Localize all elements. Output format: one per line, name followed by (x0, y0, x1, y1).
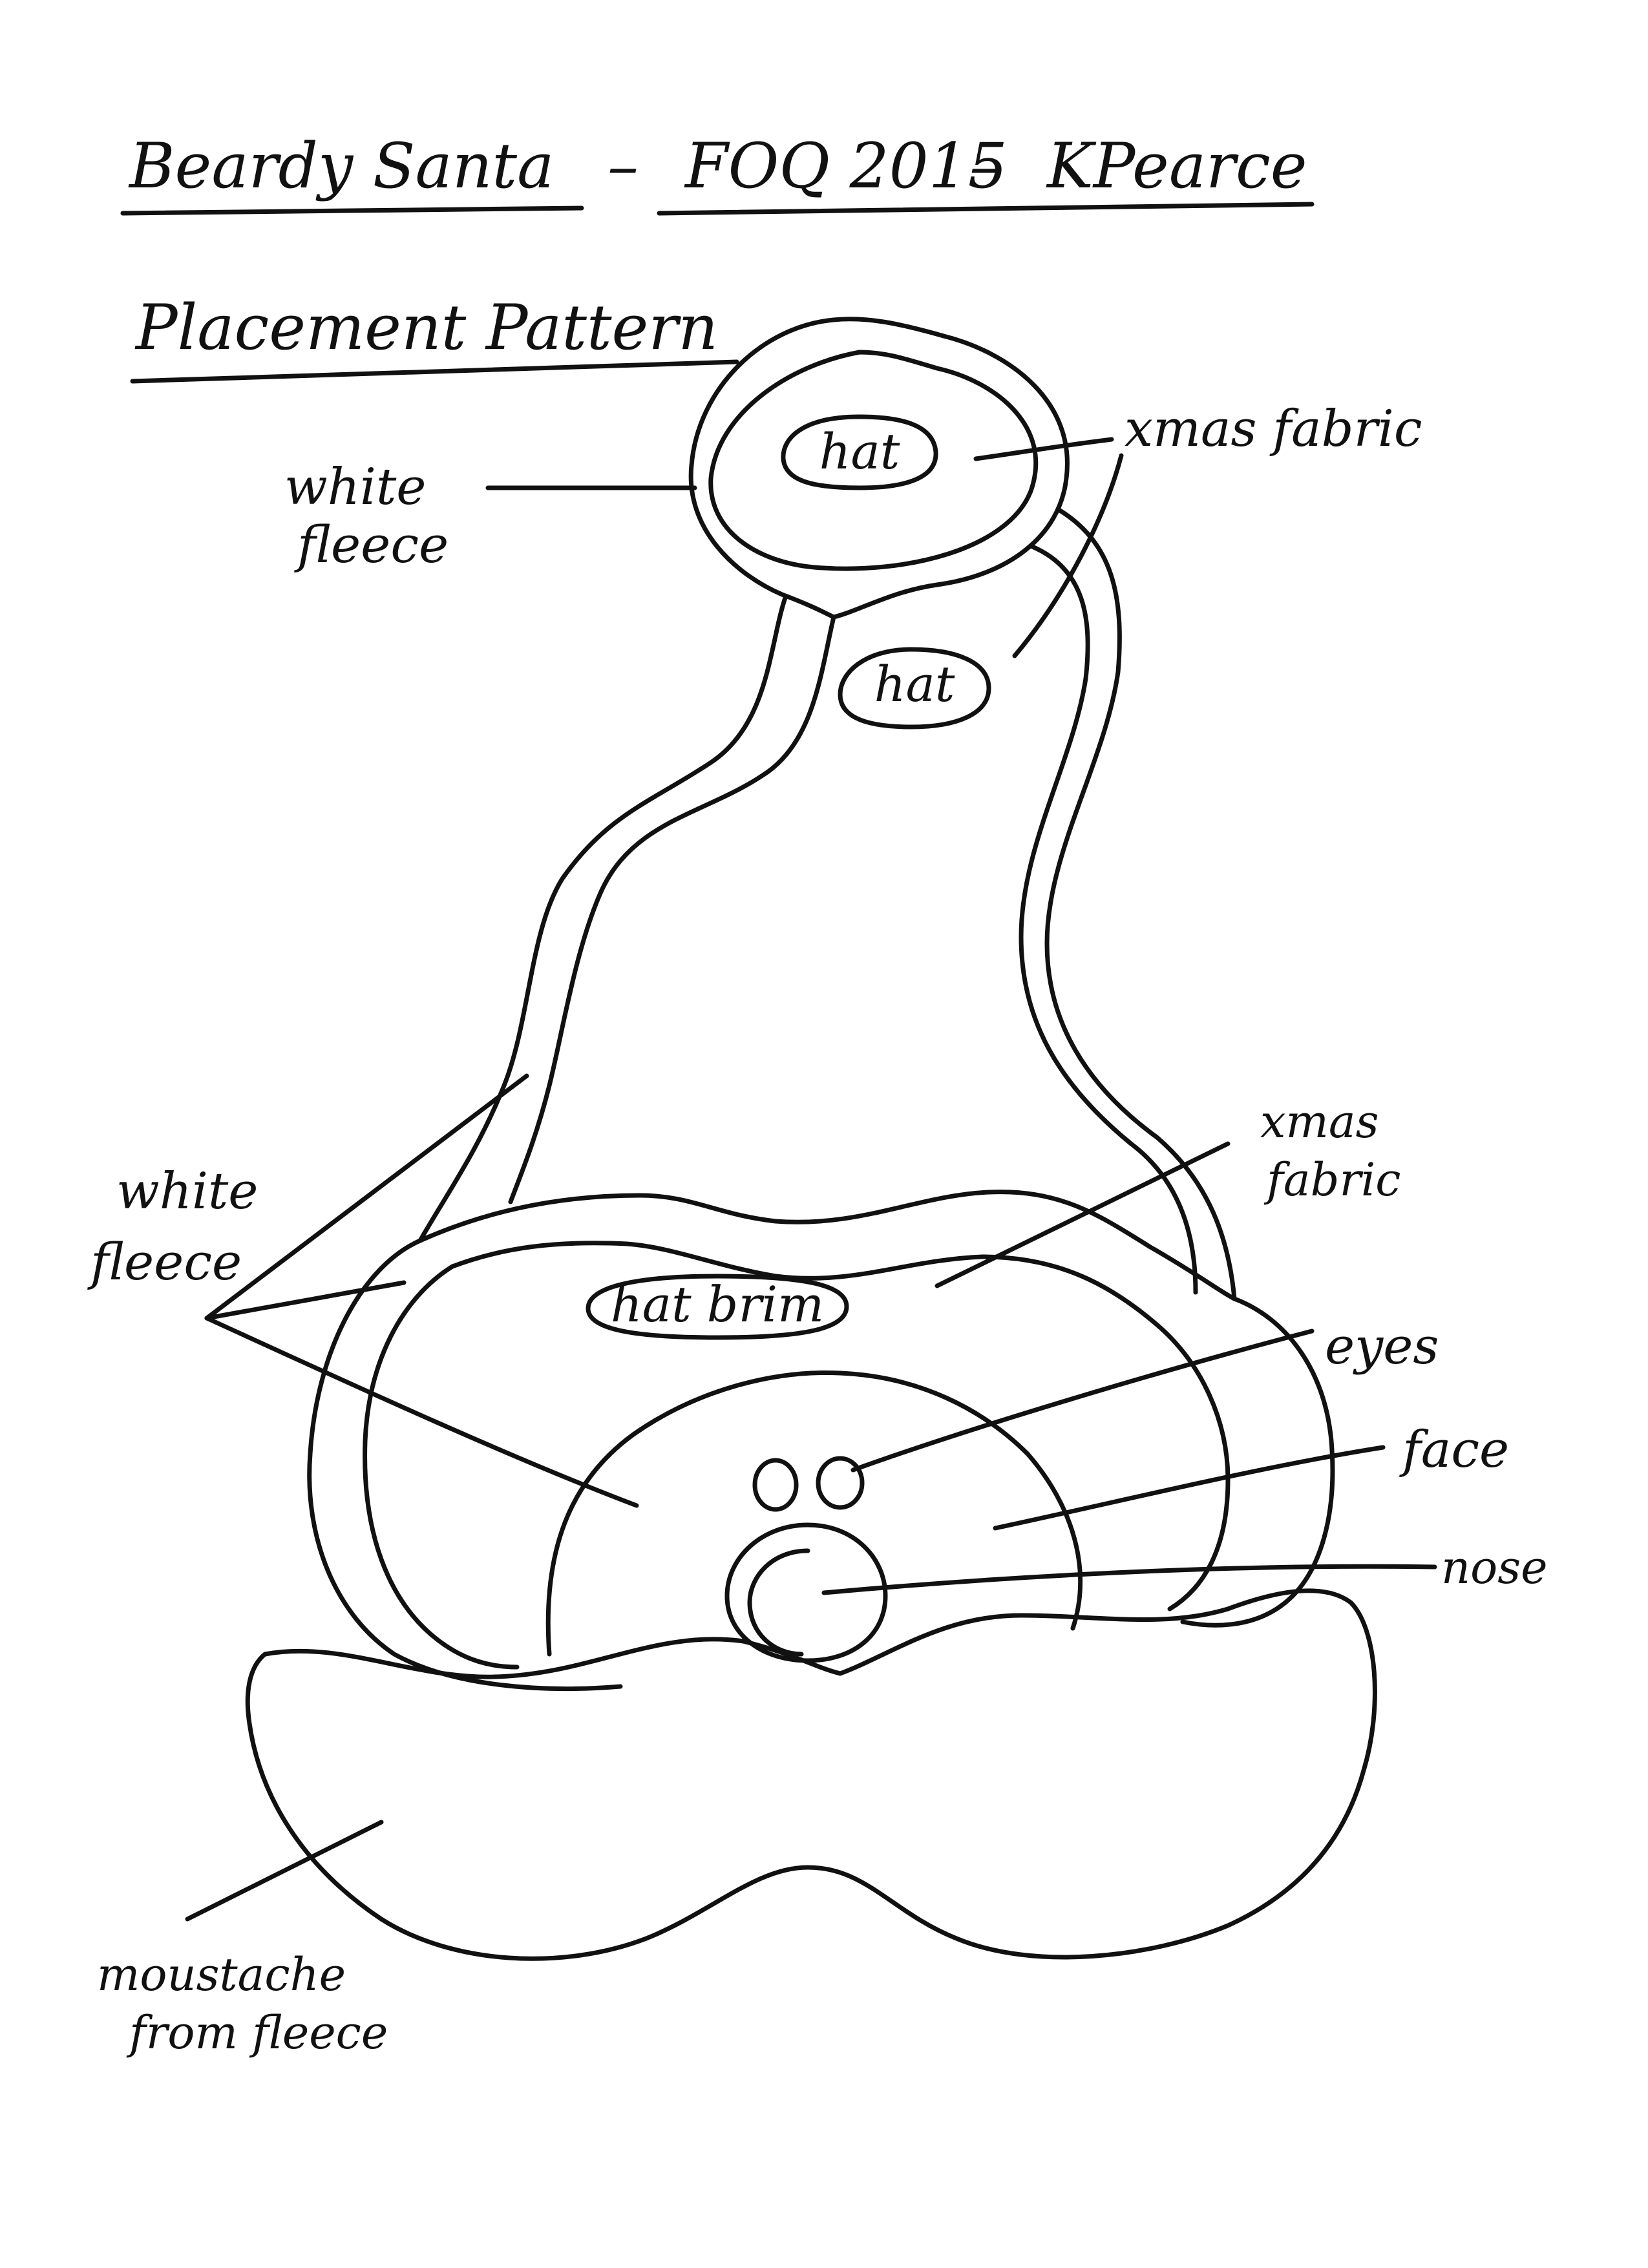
hat-brim-outer (307, 1238, 1335, 1691)
title-underline-1 (120, 205, 584, 216)
face-outline (545, 1370, 1083, 1657)
label-face: face (1399, 1421, 1509, 1479)
annotation-nose: nose (821, 1541, 1548, 1595)
hat-mid-bubble: hat (838, 647, 991, 730)
hat-brim-shape (307, 1190, 1335, 1691)
label-xmas-fabric-right-2: fabric (1263, 1153, 1401, 1206)
leader-face (993, 1445, 1386, 1531)
hat-top-label: hat (819, 423, 900, 480)
label-white-fleece-top-1: white (284, 458, 426, 516)
hat-body-outer-right (1044, 508, 1237, 1301)
hat-shape (417, 317, 1237, 1301)
leader-xmas-fabric-top-2 (1012, 453, 1124, 658)
leader-xmas-fabric-right (935, 1141, 1231, 1288)
moustache-outline (245, 1588, 1377, 1961)
title-part2: FOQ 2015 (684, 130, 1008, 202)
hat-tip-inner (708, 350, 1039, 571)
label-white-fleece-left-2: fleece (87, 1234, 242, 1292)
hat-top-bubble: hat (781, 414, 938, 490)
hat-mid-label: hat (874, 655, 955, 713)
annotation-face: face (993, 1421, 1509, 1531)
annotation-xmas-fabric-right: xmas fabric (935, 1095, 1401, 1288)
label-xmas-fabric-right-1: xmas (1260, 1095, 1379, 1148)
title-block: Beardy Santa – FOQ 2015 – KPearce (120, 130, 1315, 216)
title-separator-2: – (969, 130, 1000, 202)
annotation-moustache: moustache from fleece (97, 1820, 388, 2059)
leader-white-fleece-left-2 (204, 1280, 407, 1321)
hat-brim-inner-left (363, 1264, 520, 1670)
hat-body-outer-left (417, 595, 788, 1243)
title-part1: Beardy Santa (128, 130, 554, 202)
label-white-fleece-left-1: white (116, 1162, 258, 1221)
leader-white-fleece-left-3 (204, 1316, 639, 1508)
subtitle-block: Placement Pattern (130, 291, 739, 384)
eye-right (816, 1456, 865, 1510)
eye-left (752, 1458, 799, 1512)
hat-brim-inner-line (450, 1241, 1231, 1612)
label-xmas-fabric-top: xmas fabric (1125, 400, 1422, 458)
title-underline-2 (657, 202, 1315, 216)
leader-white-fleece-left-1 (204, 1073, 529, 1321)
leader-eyes (850, 1328, 1315, 1473)
hat-brim-bubble: hat brim (586, 1274, 849, 1340)
hat-tip-outer (688, 317, 1070, 620)
title-part3: KPearce (1046, 130, 1307, 202)
label-eyes: eyes (1325, 1318, 1439, 1376)
title-separator-1: – (607, 130, 639, 202)
subtitle: Placement Pattern (134, 291, 718, 364)
annotation-xmas-fabric-top: xmas fabric (973, 400, 1422, 658)
moustache-shape (245, 1588, 1377, 1961)
leader-moustache (185, 1820, 384, 1922)
annotation-white-fleece-top: white fleece (284, 458, 697, 574)
hat-brim-label: hat brim (611, 1276, 824, 1333)
nose-inner (747, 1548, 810, 1657)
label-moustache-1: moustache (97, 1948, 346, 2001)
subtitle-underline (130, 359, 739, 384)
leader-xmas-fabric-top-1 (973, 437, 1114, 461)
annotation-white-fleece-left: white fleece (87, 1073, 639, 1508)
annotation-eyes: eyes (850, 1318, 1439, 1473)
hat-body-inner-left (508, 614, 836, 1204)
label-nose: nose (1441, 1541, 1548, 1594)
leader-nose (821, 1564, 1437, 1595)
label-moustache-2: from fleece (126, 2006, 388, 2059)
label-white-fleece-top-2: fleece (294, 516, 449, 574)
hat-brim-top-edge (417, 1190, 1237, 1301)
